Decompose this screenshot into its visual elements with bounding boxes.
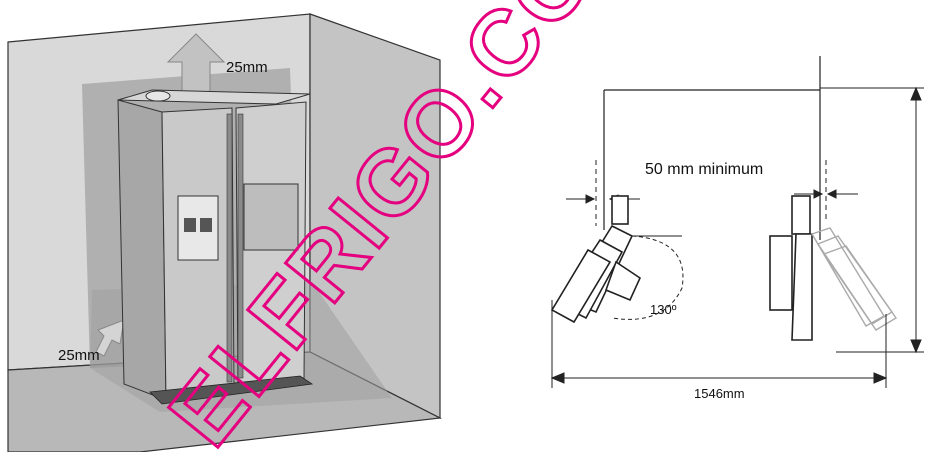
control-panel <box>243 183 299 251</box>
depth-label: 1160mm <box>929 196 932 246</box>
dispenser-outlet-right <box>200 218 212 232</box>
side-clearance-label: 25mm <box>58 347 100 364</box>
width-label: 1546mm <box>694 386 745 401</box>
depth-dimension <box>820 86 924 354</box>
fridge-base <box>149 375 314 405</box>
width-dimension <box>550 300 888 388</box>
freezer-handle <box>226 113 233 383</box>
right-door-ghost <box>810 227 898 331</box>
refrigerator <box>117 89 314 405</box>
fridge-side <box>117 99 167 401</box>
plan-view-diagram <box>550 56 924 388</box>
top-cap <box>145 90 171 102</box>
min-gap-label: 50 mm minimum <box>645 161 763 178</box>
right-open-door <box>769 195 813 341</box>
left-open-door <box>550 195 642 324</box>
door-angle-arc <box>611 235 684 320</box>
room-corner-illustration: 25mm 25mm <box>7 13 443 453</box>
top-clearance-label: 25mm <box>226 59 268 76</box>
door-angle-label: 130º <box>650 302 677 317</box>
left-gap-arrows <box>566 194 640 204</box>
dispenser-outlet-left <box>184 218 196 232</box>
right-gap-arrows <box>794 189 858 199</box>
fridge-handle <box>237 113 244 379</box>
